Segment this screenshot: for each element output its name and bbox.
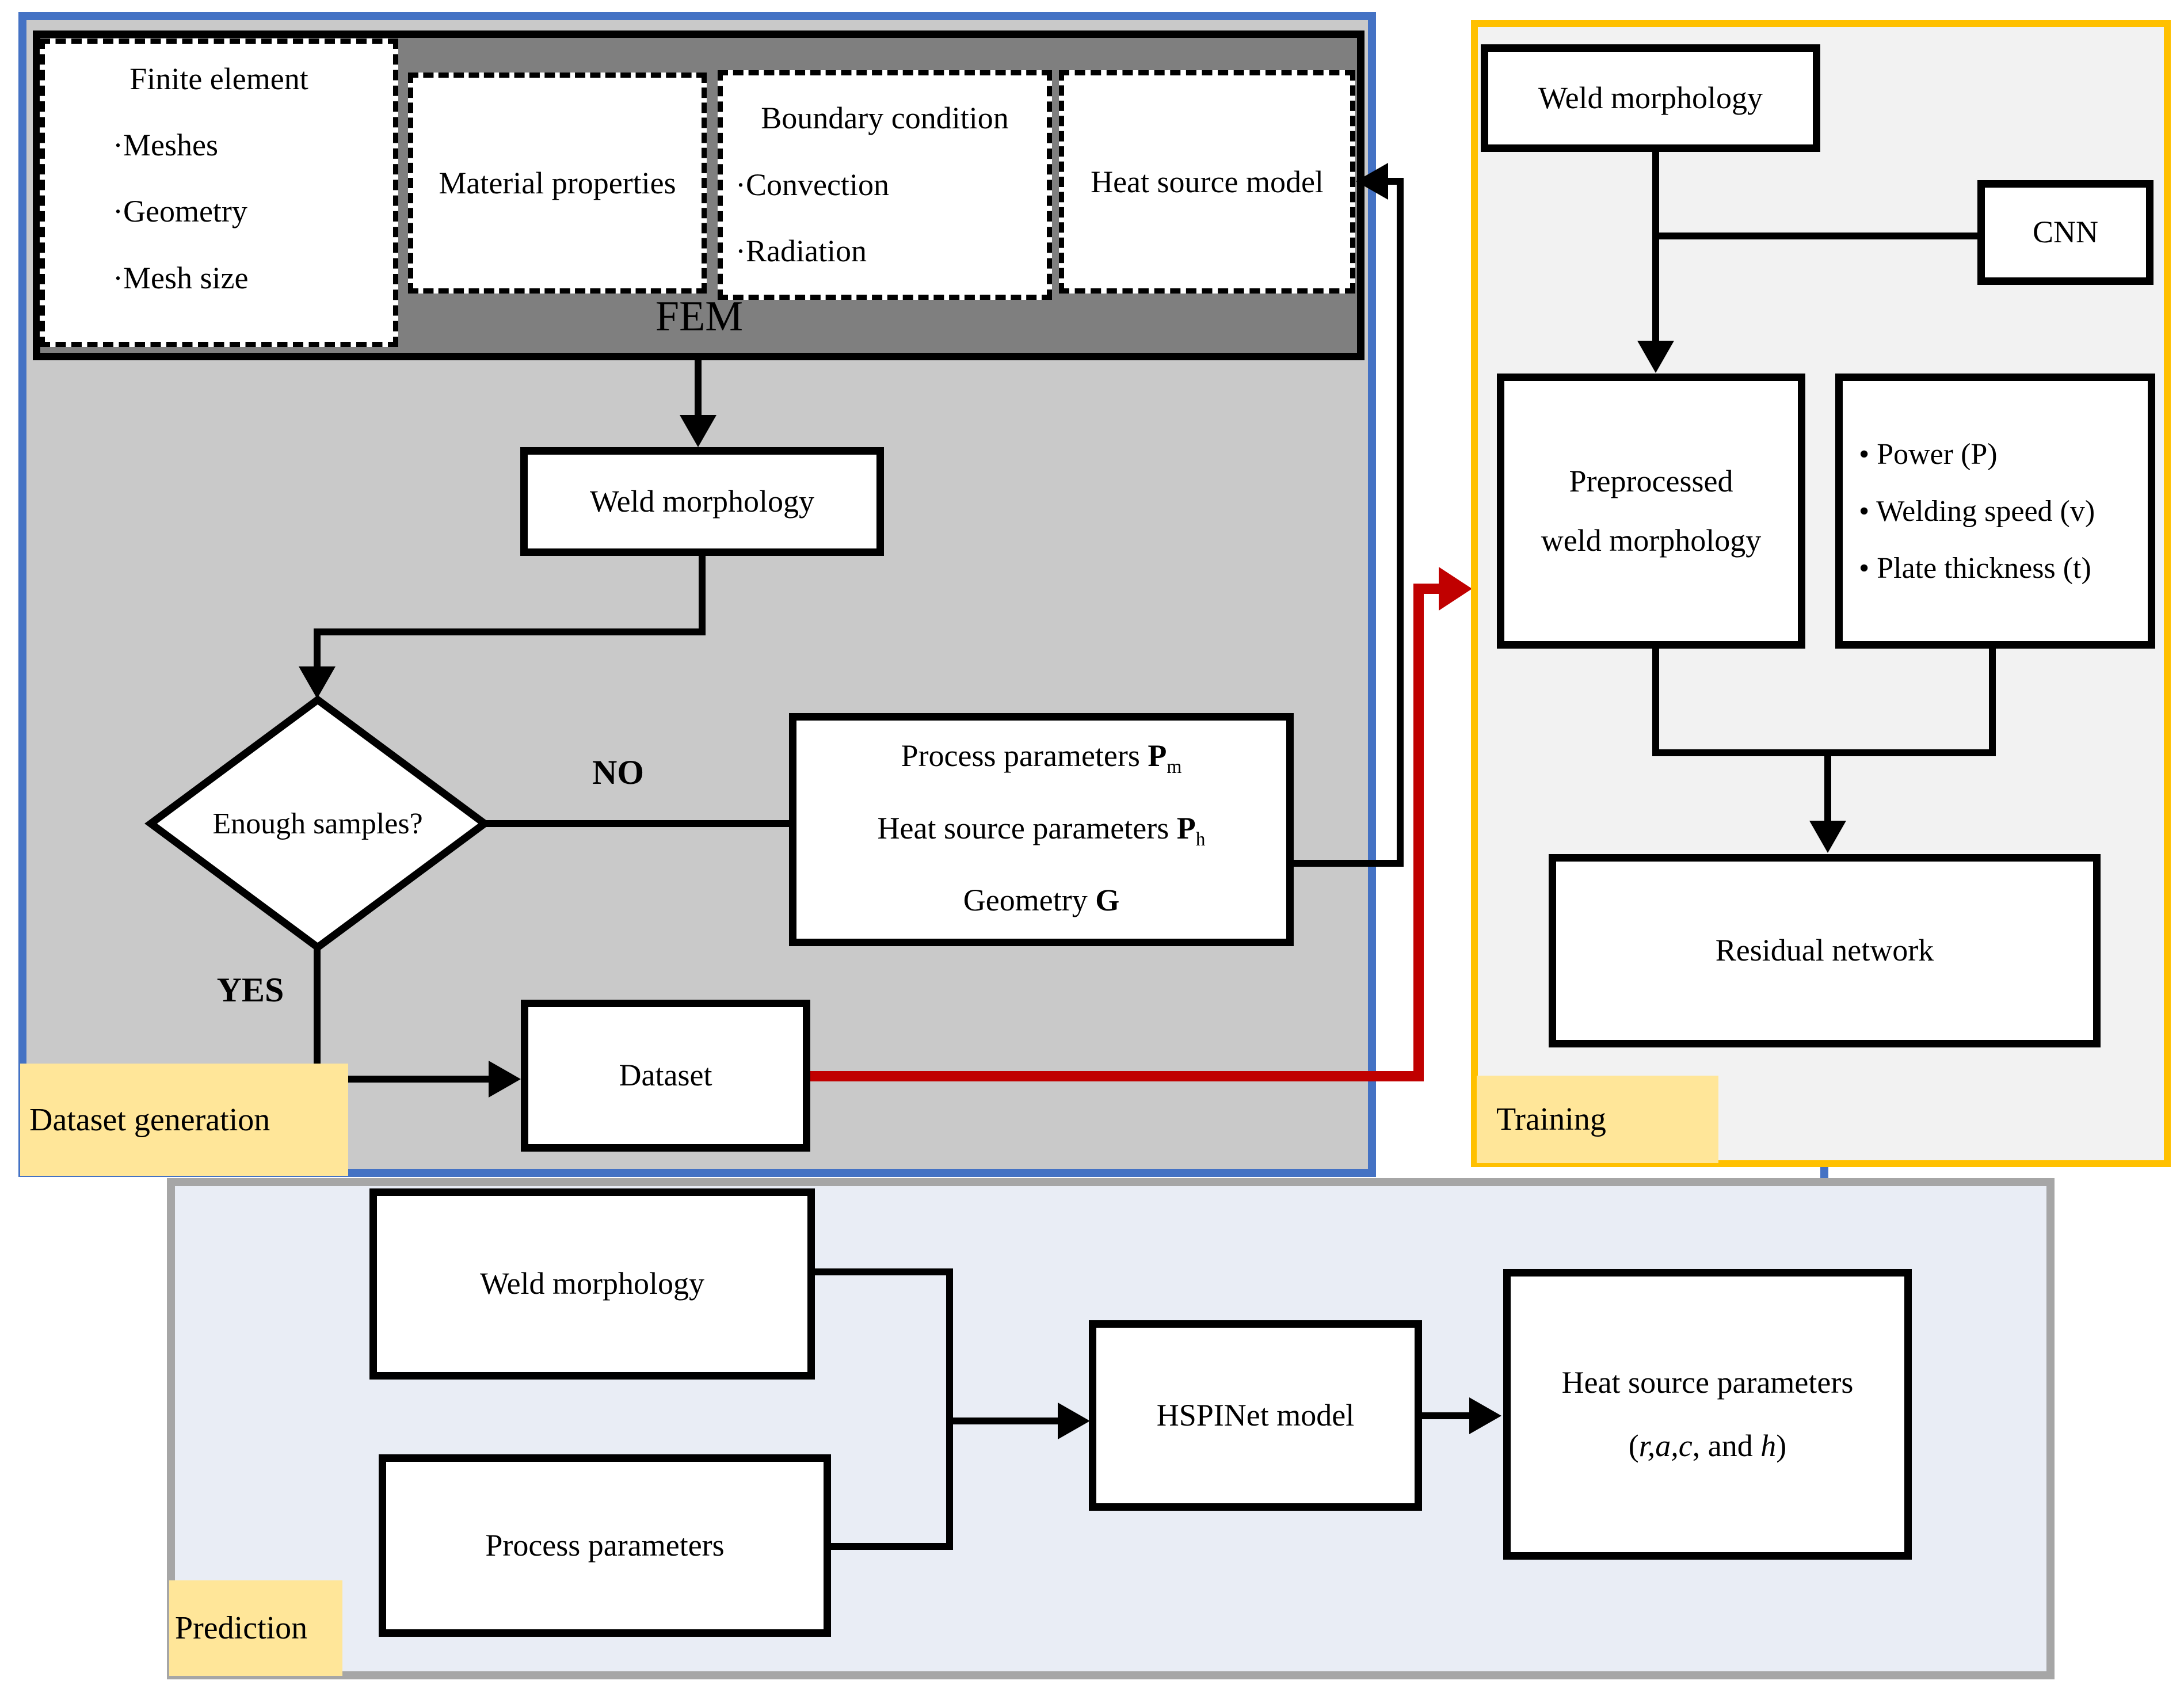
red-arrowhead-icon bbox=[1439, 567, 1472, 611]
process-input-item: • Plate thickness (t) bbox=[1859, 551, 2091, 585]
prediction-merge-line bbox=[946, 1418, 1063, 1424]
boundary-condition-item: ·Radiation bbox=[735, 234, 867, 268]
process-parameters-prediction-box: Process parameters bbox=[379, 1454, 831, 1637]
hspinet-label: HSPINet model bbox=[1156, 1397, 1355, 1432]
dataset-label: Dataset bbox=[619, 1058, 712, 1093]
fem-label: FEM bbox=[655, 293, 744, 340]
dataset-box: Dataset bbox=[521, 1000, 810, 1152]
preprocessed-line: Preprocessed bbox=[1569, 463, 1733, 498]
parameters-line: Geometry G bbox=[963, 883, 1120, 918]
process-input-item: • Welding speed (v) bbox=[1859, 494, 2095, 528]
training-section-label: Training bbox=[1477, 1076, 1718, 1163]
yes-branch-line bbox=[314, 1076, 492, 1083]
weld-morphology-dg-label: Weld morphology bbox=[589, 483, 815, 519]
feedback-line bbox=[1294, 860, 1404, 867]
parameters-line: Process parameters Pm bbox=[901, 738, 1182, 778]
feedback-line bbox=[1386, 178, 1404, 185]
residual-network-box: Residual network bbox=[1549, 854, 2101, 1047]
preprocessed-line: weld morphology bbox=[1541, 523, 1762, 558]
cnn-connector-line bbox=[1656, 233, 1977, 239]
residual-network-label: Residual network bbox=[1715, 933, 1934, 968]
finite-element-item: ·Geometry bbox=[113, 194, 247, 228]
merge-line bbox=[1652, 649, 1659, 756]
finite-element-box: Finite element ·Meshes ·Geometry ·Mesh s… bbox=[40, 39, 398, 347]
prediction-section-label: Prediction bbox=[169, 1580, 342, 1676]
material-properties-box: Material properties bbox=[408, 73, 707, 294]
output-line2: (r,a,c, and h) bbox=[1628, 1428, 1787, 1463]
merge-line bbox=[1824, 749, 1831, 822]
preprocessed-arrowhead-icon bbox=[1637, 341, 1674, 373]
process-input-item: • Power (P) bbox=[1859, 437, 1998, 471]
yes-branch-line bbox=[314, 946, 321, 1083]
prediction-merge-line bbox=[815, 1268, 953, 1275]
merge-line bbox=[1652, 749, 1996, 756]
weld-to-decision-line bbox=[314, 628, 321, 669]
enough-samples-text: Enough samples? bbox=[212, 807, 423, 840]
output-line bbox=[1422, 1412, 1474, 1419]
finite-element-item: ·Mesh size bbox=[113, 261, 249, 295]
dataset-arrowhead-icon bbox=[489, 1061, 521, 1098]
yes-label: YES bbox=[216, 971, 284, 1009]
weld-to-decision-line bbox=[699, 556, 706, 635]
feedback-line bbox=[1397, 178, 1404, 867]
process-parameters-prediction-label: Process parameters bbox=[485, 1527, 725, 1563]
hspinet-arrowhead-icon bbox=[1058, 1403, 1090, 1439]
weld-morphology-dg-box: Weld morphology bbox=[520, 447, 884, 556]
residual-arrowhead-icon bbox=[1809, 821, 1846, 853]
dataset-generation-section-label: Dataset generation bbox=[20, 1064, 348, 1176]
weld-to-decision-line bbox=[314, 628, 706, 635]
heat-source-model-box: Heat source model bbox=[1059, 70, 1355, 294]
weld-morphology-training-box: Weld morphology bbox=[1481, 44, 1820, 152]
weld-morphology-training-label: Weld morphology bbox=[1538, 80, 1763, 115]
boundary-condition-box: Boundary condition ·Convection ·Radiatio… bbox=[718, 70, 1052, 300]
preprocessed-box: Preprocessed weld morphology bbox=[1497, 374, 1805, 649]
red-dataset-to-training-line bbox=[1413, 584, 1424, 1081]
prediction-merge-line bbox=[831, 1543, 953, 1550]
weld-to-preprocessed-line bbox=[1652, 152, 1659, 343]
finite-element-item: ·Meshes bbox=[113, 128, 218, 162]
parameters-box: Process parameters Pm Heat source parame… bbox=[789, 713, 1294, 946]
hspinet-box: HSPINet model bbox=[1089, 1320, 1422, 1511]
output-arrowhead-icon bbox=[1469, 1397, 1501, 1434]
parameters-line: Heat source parameters Ph bbox=[877, 810, 1206, 850]
process-inputs-box: • Power (P) • Welding speed (v) • Plate … bbox=[1835, 374, 2155, 649]
output-line1: Heat source parameters bbox=[1561, 1365, 1854, 1400]
prediction-merge-line bbox=[946, 1268, 953, 1550]
red-dataset-to-training-line bbox=[810, 1071, 1424, 1081]
heat-source-model-label: Heat source model bbox=[1091, 165, 1324, 199]
no-branch-line bbox=[483, 820, 789, 827]
fem-to-weld-line bbox=[695, 360, 702, 418]
weld-morphology-prediction-box: Weld morphology bbox=[369, 1188, 815, 1380]
no-label: NO bbox=[592, 753, 644, 791]
cnn-box: CNN bbox=[1977, 180, 2153, 285]
boundary-condition-item: ·Convection bbox=[735, 167, 889, 202]
fem-to-weld-arrowhead-icon bbox=[680, 415, 716, 447]
cnn-label: CNN bbox=[2032, 215, 2098, 250]
finite-element-title: Finite element bbox=[129, 62, 308, 96]
decision-arrowhead-icon bbox=[299, 666, 336, 699]
boundary-condition-title: Boundary condition bbox=[761, 101, 1009, 135]
output-parameters-box: Heat source parameters (r,a,c, and h) bbox=[1503, 1269, 1912, 1560]
weld-morphology-prediction-label: Weld morphology bbox=[479, 1266, 705, 1301]
merge-line bbox=[1989, 649, 1996, 756]
material-properties-label: Material properties bbox=[439, 166, 676, 200]
feedback-arrowhead-icon bbox=[1356, 163, 1388, 200]
